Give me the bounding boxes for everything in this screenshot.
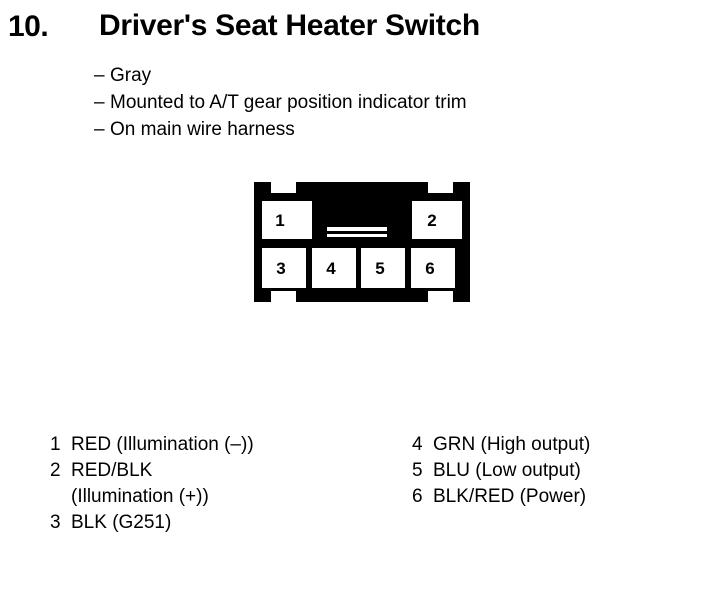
spec-item-harness: – On main wire harness bbox=[94, 116, 654, 143]
pin-legend-row: 4 GRN (High output) bbox=[412, 432, 692, 458]
cavity-number-5: 5 bbox=[375, 259, 384, 278]
pin-number: 1 bbox=[50, 434, 61, 455]
pin-number: 2 bbox=[50, 460, 61, 481]
spec-item-label: Gray bbox=[110, 65, 152, 86]
pin-number: 4 bbox=[412, 434, 423, 455]
pin-description: BLK/RED (Power) bbox=[433, 486, 587, 507]
pin-legend-row: 6 BLK/RED (Power) bbox=[412, 484, 692, 510]
pin-number: 6 bbox=[412, 486, 423, 507]
page-title: Driver's Seat Heater Switch bbox=[99, 9, 480, 42]
pin-description: BLK (G251) bbox=[71, 512, 172, 533]
cavity-3-opening bbox=[262, 248, 306, 288]
pin-description: RED/BLK bbox=[71, 460, 153, 481]
dash-icon: – bbox=[94, 65, 105, 86]
connector-diagram: 1 2 3 4 5 6 bbox=[248, 176, 476, 316]
pin-description: RED (Illumination (–)) bbox=[71, 434, 254, 455]
spec-item-label: Mounted to A/T gear position indicator t… bbox=[110, 92, 467, 113]
connector-svg: 1 2 3 4 5 6 bbox=[254, 182, 470, 302]
pin-legend-row: 2 RED/BLK bbox=[50, 458, 380, 484]
cavity-number-1: 1 bbox=[275, 211, 284, 230]
cavity-number-2: 2 bbox=[427, 211, 436, 230]
spec-item-mounting: – Mounted to A/T gear position indicator… bbox=[94, 89, 654, 116]
dash-icon: – bbox=[94, 119, 105, 140]
pin-number: 5 bbox=[412, 460, 423, 481]
cavity-5-opening bbox=[361, 248, 405, 288]
cavity-1-opening bbox=[262, 201, 312, 239]
pin-legend-right-column: 4 GRN (High output) 5 BLU (Low output) 6… bbox=[412, 432, 692, 510]
pin-description: BLU (Low output) bbox=[433, 460, 581, 481]
dash-icon: – bbox=[94, 92, 105, 113]
cavity-6-opening bbox=[411, 248, 455, 288]
spec-item-label: On main wire harness bbox=[110, 119, 295, 140]
cavity-number-3: 3 bbox=[276, 259, 285, 278]
spec-list: – Gray – Mounted to A/T gear position in… bbox=[94, 62, 654, 143]
pin-description-continued: (Illumination (+)) bbox=[71, 486, 209, 507]
item-number: 10. bbox=[8, 10, 49, 43]
spec-item-color: – Gray bbox=[94, 62, 654, 89]
pin-legend-row: 5 BLU (Low output) bbox=[412, 458, 692, 484]
pin-description: GRN (High output) bbox=[433, 434, 591, 455]
pin-legend: 1 RED (Illumination (–)) 2 RED/BLK (Illu… bbox=[0, 432, 704, 562]
pin-number: 3 bbox=[50, 512, 61, 533]
cavity-2-opening bbox=[412, 201, 462, 239]
cavity-number-4: 4 bbox=[326, 259, 336, 278]
cavity-4-opening bbox=[312, 248, 356, 288]
latch-tab-slot-lower bbox=[327, 234, 387, 237]
cavity-number-6: 6 bbox=[425, 259, 434, 278]
pin-legend-row: 3 BLK (G251) bbox=[50, 510, 380, 536]
latch-tab-slot bbox=[327, 227, 387, 231]
pin-legend-row: 1 RED (Illumination (–)) bbox=[50, 432, 380, 458]
pin-legend-left-column: 1 RED (Illumination (–)) 2 RED/BLK (Illu… bbox=[50, 432, 380, 536]
